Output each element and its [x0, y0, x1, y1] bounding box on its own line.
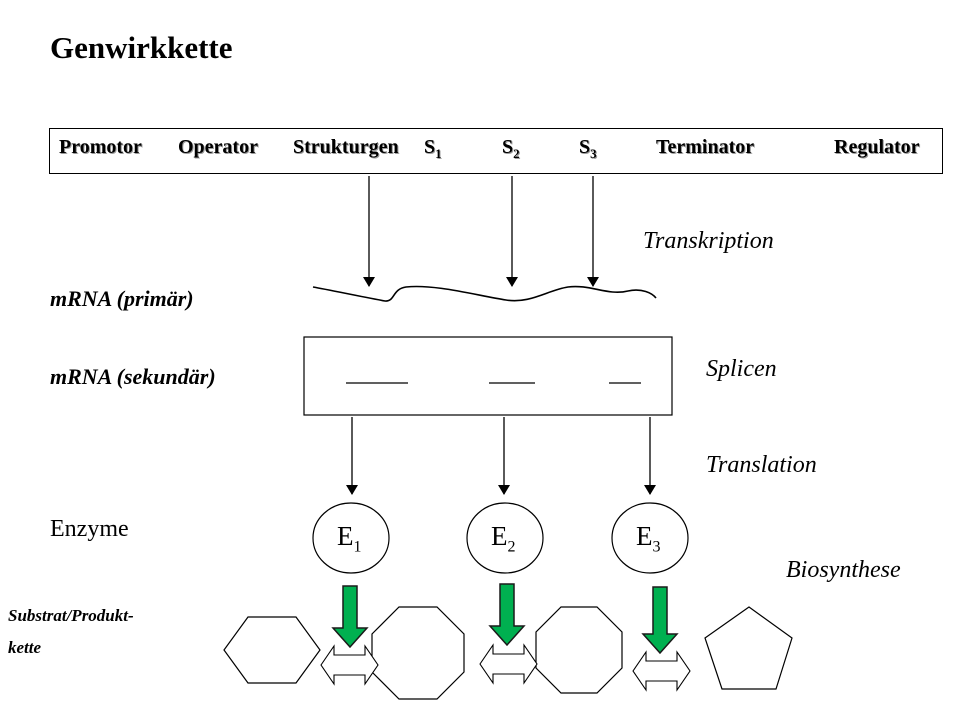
- conversion-arrow-3: [632, 650, 691, 692]
- enzyme-circle-e2: [466, 502, 544, 574]
- enzyme-label-e1: E1: [337, 521, 362, 556]
- gene-label-strukturgen: Strukturgen: [293, 136, 399, 158]
- product-pentagon: [704, 606, 793, 690]
- step-biosynthese: Biosynthese: [786, 557, 901, 583]
- gene-label-s3: S3: [579, 136, 597, 161]
- enzyme-action-arrow-1: [331, 585, 369, 649]
- step-transkription: Transkription: [643, 228, 774, 254]
- enzyme-circle-e3: [611, 502, 689, 574]
- enzyme-label-e2: E2: [491, 521, 516, 556]
- step-splicen: Splicen: [706, 356, 777, 382]
- product-octagon-2: [535, 606, 623, 694]
- gene-label-s2: S2: [502, 136, 520, 161]
- row-label-mrna-primaer: mRNA (primär): [50, 286, 194, 311]
- step-translation: Translation: [706, 452, 817, 478]
- row-label-enzyme: Enzyme: [50, 516, 129, 542]
- gene-label-promotor: Promotor: [59, 136, 142, 158]
- mrna-secondary-box: [303, 336, 673, 416]
- gene-label-regulator: Regulator: [834, 136, 920, 158]
- gene-box: [49, 128, 943, 174]
- enzyme-action-arrow-3: [641, 586, 679, 655]
- gene-label-terminator: Terminator: [656, 136, 755, 158]
- enzyme-circle-e1: [312, 502, 390, 574]
- enzyme-action-arrow-2: [488, 583, 526, 647]
- enzyme-label-e3: E3: [636, 521, 661, 556]
- gene-label-s1: S1: [424, 136, 442, 161]
- diagram-title: Genwirkkette: [50, 30, 233, 65]
- row-label-mrna-sekundaer: mRNA (sekundär): [50, 364, 216, 389]
- mrna-primary-strand: [312, 285, 657, 302]
- row-label-substrat-produkt-kette: Substrat/Produkt-kette: [8, 606, 134, 657]
- conversion-arrow-1: [320, 644, 379, 686]
- conversion-arrow-2: [479, 643, 538, 685]
- product-octagon-1: [371, 606, 465, 700]
- substrate-hexagon: [223, 616, 321, 684]
- gene-label-operator: Operator: [178, 136, 258, 158]
